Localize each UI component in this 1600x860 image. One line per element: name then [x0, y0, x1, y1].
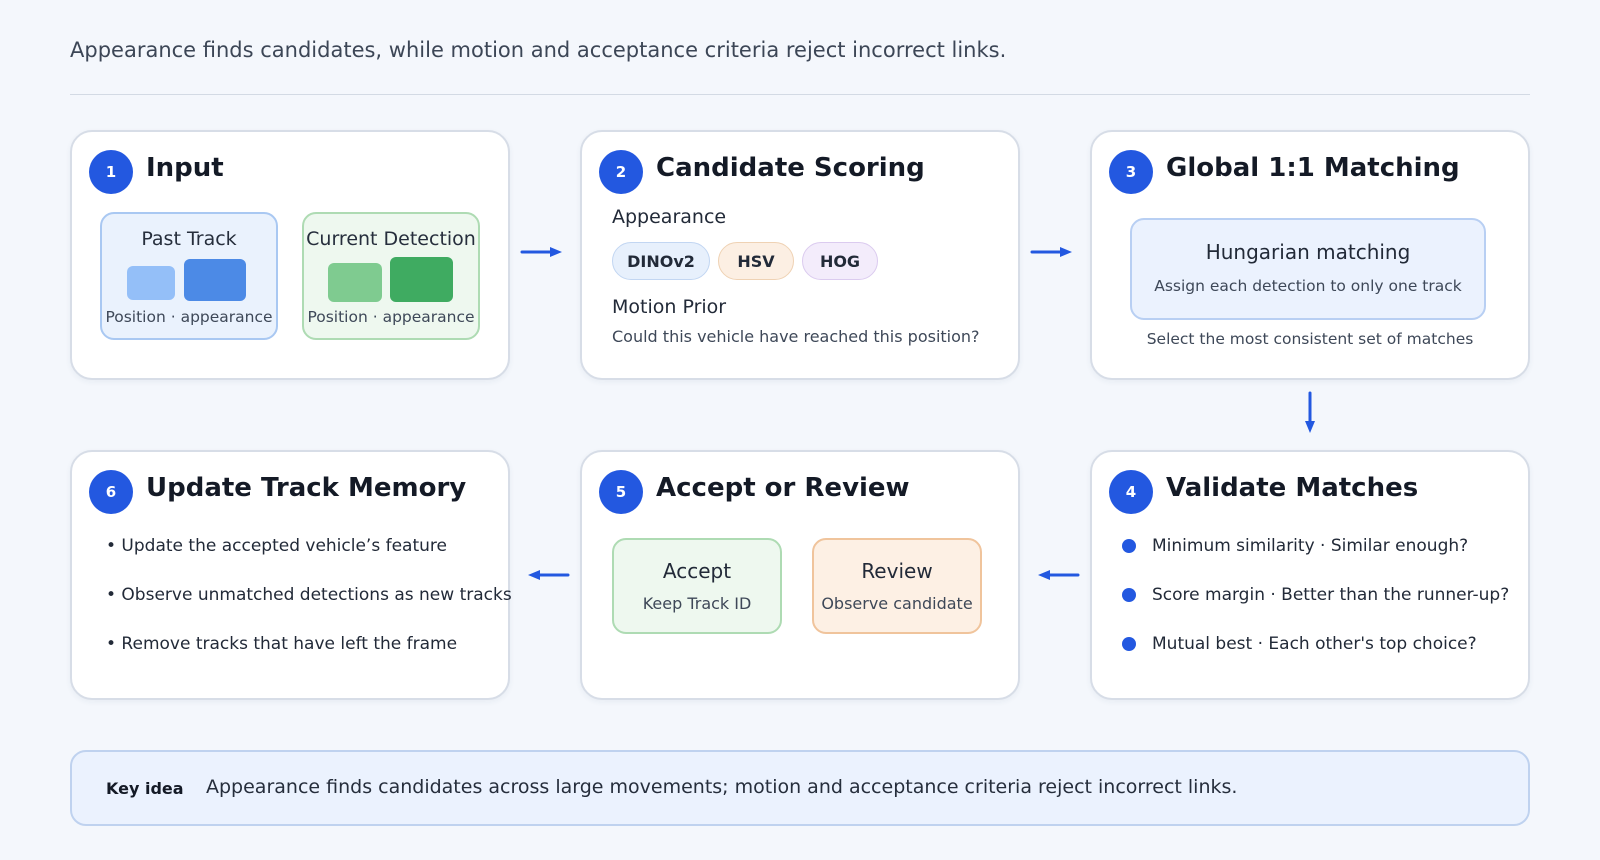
appearance-label: Appearance [612, 206, 727, 228]
hungarian-subtitle: Assign each detection to only one track [1154, 277, 1462, 295]
review-subtitle: Observe candidate [821, 594, 973, 613]
chip-dinov2: DINOv2 [612, 242, 710, 280]
step-decision-card: 5 Accept or Review Accept Keep Track ID … [580, 450, 1020, 700]
page-subtitle: Appearance finds candidates, while motio… [70, 38, 1007, 62]
memory-bullet: • Update the accepted vehicle’s feature [106, 536, 447, 556]
arrow-right-icon [520, 247, 562, 257]
arrow-right-icon [1030, 247, 1072, 257]
step-title: Input [146, 153, 224, 183]
step-number-badge: 2 [599, 150, 643, 194]
motion-prior-text: Could this vehicle have reached this pos… [612, 327, 980, 346]
bullet-dot-icon [1122, 637, 1136, 651]
past-track-title: Past Track [141, 228, 237, 250]
hungarian-title: Hungarian matching [1205, 240, 1411, 264]
step-number-badge: 5 [599, 470, 643, 514]
key-idea-label: Key idea [106, 779, 184, 798]
step-title: Global 1:1 Matching [1166, 153, 1460, 183]
memory-bullet: • Observe unmatched detections as new tr… [106, 585, 512, 605]
memory-bullet: • Remove tracks that have left the frame [106, 634, 458, 654]
key-idea-text: Appearance finds candidates across large… [206, 776, 1238, 798]
step-input-card: 1 Input Past Track Position · appearance… [70, 130, 510, 380]
current-detection-caption: Position · appearance [307, 308, 475, 326]
review-box: Review Observe candidate [812, 538, 982, 634]
step-memory-card: 6 Update Track Memory • Update the accep… [70, 450, 512, 700]
arrow-left-icon [528, 570, 570, 580]
current-detection-box: Current Detection Position · appearance [302, 212, 480, 340]
current-detection-title: Current Detection [306, 228, 476, 250]
motion-prior-label: Motion Prior [612, 296, 727, 318]
arrow-down-icon [1305, 391, 1315, 433]
matching-caption: Select the most consistent set of matche… [1146, 330, 1474, 348]
step-validate-card: 4 Validate Matches Minimum similarity · … [1090, 450, 1530, 700]
step-number-badge: 6 [89, 470, 133, 514]
step-number-badge: 4 [1109, 470, 1153, 514]
past-track-caption: Position · appearance [105, 308, 273, 326]
check-item-label: Mutual best · Each other's top choice? [1152, 634, 1477, 654]
bullet-dot-icon [1122, 588, 1136, 602]
arrow-left-icon [1038, 570, 1080, 580]
bullet-dot-icon [1122, 539, 1136, 553]
chip-hog: HOG [802, 242, 878, 280]
check-item: Score margin · Better than the runner-up… [1122, 585, 1509, 605]
past-track-box: Past Track Position · appearance [100, 212, 278, 340]
key-idea-banner: Key idea Appearance finds candidates acr… [70, 750, 1530, 826]
review-title: Review [861, 559, 933, 583]
past-track-large-box-icon [184, 259, 246, 301]
step-title: Accept or Review [656, 473, 910, 503]
current-detection-large-box-icon [390, 257, 453, 302]
step-matching-card: 3 Global 1:1 Matching Hungarian matching… [1090, 130, 1530, 380]
step-title: Update Track Memory [146, 473, 467, 503]
check-item-label: Minimum similarity · Similar enough? [1152, 536, 1469, 556]
step-number-badge: 3 [1109, 150, 1153, 194]
accept-subtitle: Keep Track ID [642, 594, 752, 613]
current-detection-small-box-icon [328, 263, 382, 302]
check-item: Mutual best · Each other's top choice? [1122, 634, 1477, 654]
check-item-label: Score margin · Better than the runner-up… [1152, 585, 1510, 605]
chip-hsv: HSV [718, 242, 794, 280]
check-item: Minimum similarity · Similar enough? [1122, 536, 1468, 556]
step-number-badge: 1 [89, 150, 133, 194]
step-title: Validate Matches [1166, 473, 1419, 503]
header-divider [70, 94, 1530, 95]
accept-title: Accept [662, 559, 732, 583]
past-track-small-box-icon [127, 266, 175, 300]
step-scoring-card: 2 Candidate Scoring Appearance DINOv2 HS… [580, 130, 1020, 380]
hungarian-matching-box: Hungarian matching Assign each detection… [1130, 218, 1486, 320]
accept-box: Accept Keep Track ID [612, 538, 782, 634]
step-title: Candidate Scoring [656, 153, 925, 183]
